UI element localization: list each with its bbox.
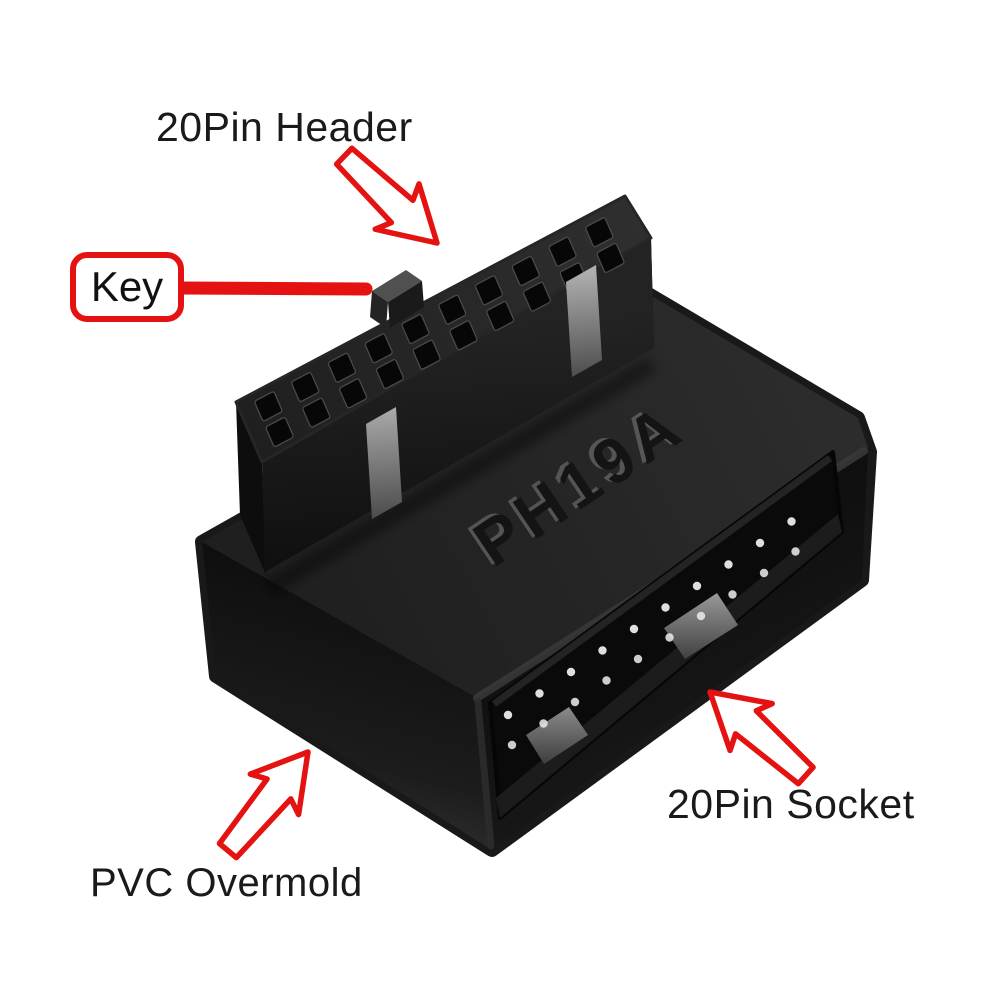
key-tab-side <box>370 291 388 328</box>
header-hole <box>339 378 368 409</box>
header-label: 20Pin Header <box>156 104 413 150</box>
socket-pin <box>755 538 765 548</box>
header-hole <box>254 391 283 422</box>
key-label: Key <box>90 263 164 310</box>
header-hole <box>265 417 294 448</box>
overmold-label: PVC Overmold <box>90 861 363 905</box>
header-connector <box>234 194 654 575</box>
header-hole <box>401 314 430 345</box>
header-latch-tab-2 <box>566 265 602 377</box>
header-hole <box>364 333 393 364</box>
header-hole <box>302 397 331 428</box>
header-hole <box>548 236 577 267</box>
socket-key-tab-2 <box>664 593 738 659</box>
header-hole <box>375 359 404 390</box>
key-tab-front <box>388 281 424 328</box>
header-hole <box>449 320 478 351</box>
socket-pin <box>598 646 607 655</box>
header-top-face <box>234 194 653 464</box>
socket-pin <box>507 740 517 750</box>
header-hole <box>511 256 540 286</box>
header-hole <box>585 217 614 248</box>
header-cast-shadow <box>263 356 657 596</box>
socket-pin <box>570 697 580 707</box>
socket-pin <box>629 624 639 634</box>
header-front-face <box>262 238 654 572</box>
key-leader-line <box>173 281 373 296</box>
header-holes <box>254 217 625 448</box>
header-hole <box>522 281 551 312</box>
socket-pin <box>692 581 702 591</box>
socket-opening-top-bevel <box>491 455 833 707</box>
header-hole <box>486 301 515 332</box>
socket-pin <box>539 719 548 728</box>
socket-pin <box>602 676 611 685</box>
socket-pin <box>728 590 737 599</box>
annotation-graphics <box>173 145 816 861</box>
socket-pin <box>791 547 800 556</box>
header-hole <box>412 339 441 370</box>
body-top-face <box>202 292 868 698</box>
socket-key-tab-1 <box>526 707 588 764</box>
body-front-corner-bevel <box>474 698 495 850</box>
overmold-arrow <box>216 749 311 861</box>
socket-pin <box>633 654 643 664</box>
socket-pin <box>566 667 576 677</box>
socket-pin <box>661 603 670 612</box>
header-hole <box>475 275 504 306</box>
body-left-face <box>202 542 492 850</box>
socket-pin <box>759 568 769 578</box>
socket-pin <box>696 611 706 621</box>
header-hole <box>327 352 356 383</box>
key-callout-box: Key <box>70 252 184 322</box>
socket-inner-bottom-wall <box>496 514 842 818</box>
header-arrow <box>333 145 440 246</box>
socket-pin <box>503 710 513 720</box>
socket-pin <box>535 689 544 698</box>
socket-pin <box>665 633 674 642</box>
header-hole <box>596 243 625 273</box>
socket-pins <box>503 517 800 750</box>
socket-pin <box>724 560 733 569</box>
key-tab-top <box>372 270 422 302</box>
header-hole <box>291 372 320 403</box>
header-left-end-face <box>236 402 266 575</box>
socket-label: 20Pin Socket <box>667 781 915 827</box>
socket-arrow <box>707 689 816 787</box>
socket-pin <box>787 517 796 526</box>
header-hole <box>438 294 467 325</box>
header-latch-tab-1 <box>366 407 402 519</box>
